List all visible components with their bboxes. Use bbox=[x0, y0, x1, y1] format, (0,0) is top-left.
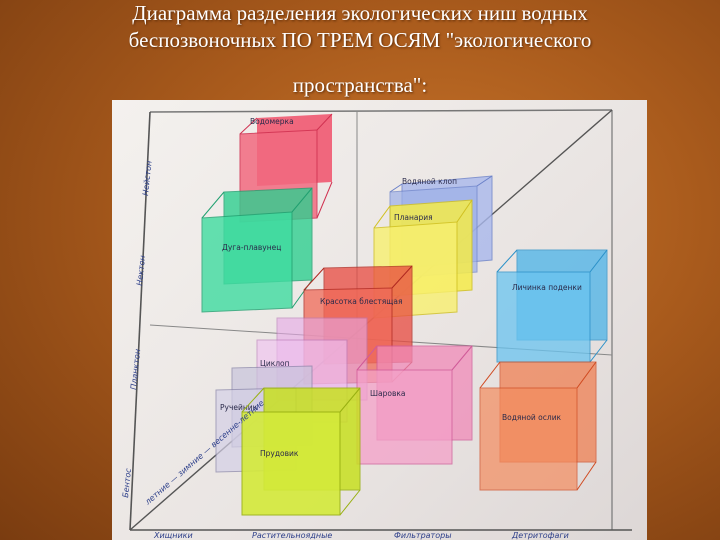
title-line-1: Диаграмма разделения экологических ниш в… bbox=[132, 1, 588, 25]
label-prudovik: Прудовик bbox=[260, 449, 299, 458]
label-lichinka-podenki: Личинка поденки bbox=[512, 283, 582, 292]
label-duga-plavunets: Дуга-плавунец bbox=[222, 243, 281, 252]
title-line-3: пространства": bbox=[292, 73, 428, 97]
niche-diagram-svg: Водомерка Водяной клоп Дуга-плавунец Пла… bbox=[121, 109, 632, 540]
vertical-axis bbox=[129, 111, 151, 531]
axis-label-hishniki: Хищники bbox=[153, 531, 193, 540]
diagram-photo: Водомерка Водяной клоп Дуга-плавунец Пла… bbox=[112, 100, 647, 540]
title-line-2: беспозвоночных ПО ТРЕМ ОСЯМ "экологическ… bbox=[128, 28, 592, 52]
cube-sharovka: Шаровка bbox=[356, 345, 473, 465]
label-vodyanoy-oslik: Водяной ослик bbox=[502, 413, 562, 422]
frame-top bbox=[149, 109, 613, 113]
label-vodomerka: Водомерка bbox=[250, 117, 294, 126]
cube-duga-plavunets: Дуга-плавунец bbox=[201, 187, 313, 313]
label-tsiklop: Циклоп bbox=[260, 359, 290, 368]
cube-lichinka-podenki: Личинка поденки bbox=[496, 249, 608, 363]
axis-label-neiston: Нейстон bbox=[141, 160, 154, 196]
label-krasotka: Красотка блестящая bbox=[320, 297, 402, 306]
axis-label-bentos: Бентос bbox=[121, 467, 133, 498]
cube-prudovik: Прудовик bbox=[241, 387, 361, 516]
axis-label-nekton: Нектон bbox=[135, 255, 147, 286]
slide-title: Диаграмма разделения экологических ниш в… bbox=[0, 0, 720, 99]
label-planaria: Планария bbox=[394, 213, 433, 222]
axis-label-detritofagi: Детритофаги bbox=[511, 531, 569, 540]
cube-vodyanoy-oslik: Водяной ослик bbox=[479, 361, 597, 491]
label-vodyanoy-klop: Водяной клоп bbox=[402, 177, 457, 186]
label-rucheinik: Ручейник bbox=[220, 403, 258, 412]
axis-label-plankton: Планктон bbox=[129, 349, 142, 391]
axis-label-filtratory: Фильтраторы bbox=[394, 531, 452, 540]
axis-label-rastitelnoyadnye: Растительноядные bbox=[252, 531, 332, 540]
label-sharovka: Шаровка bbox=[370, 389, 406, 398]
